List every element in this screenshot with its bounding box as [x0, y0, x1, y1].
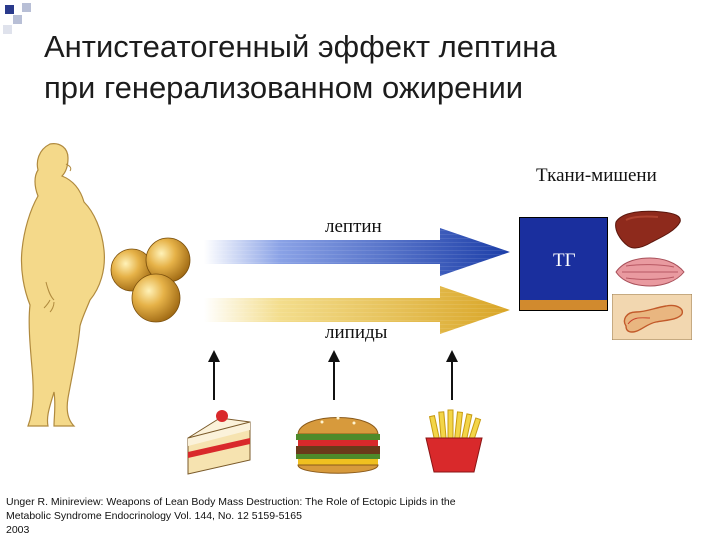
lipids-label: липиды [325, 322, 388, 343]
fries-icon [425, 409, 483, 473]
up-arrow-burger [328, 350, 340, 400]
pancreas-icon [612, 294, 692, 340]
burger-icon [296, 416, 380, 474]
slide-title: Антистеатогенный эффект лептина при гене… [44, 26, 684, 108]
target-tissues-label: Ткани-мишени [536, 165, 657, 186]
slide-title-line-2: при генерализованном ожирении [44, 70, 524, 105]
citation-line-2: Metabolic Syndrome Endocrinology Vol. 14… [6, 510, 302, 522]
corner-squares-decoration [3, 3, 31, 34]
citation-line-1: Unger R. Minireview: Weapons of Lean Bod… [6, 496, 456, 508]
fat-cell [131, 273, 181, 323]
triglyceride-box [519, 217, 608, 311]
up-arrow-fries [446, 350, 458, 400]
leptin-label: лептин [325, 216, 382, 237]
up-arrow-cake [208, 350, 220, 400]
muscle-icon [615, 257, 685, 287]
liver-icon [615, 210, 681, 249]
source-citation: Unger R. Minireview: Weapons of Lean Bod… [6, 495, 566, 537]
leptin-arrow [204, 228, 510, 276]
citation-line-3: 2003 [6, 524, 30, 536]
lipids-arrow [204, 286, 510, 334]
adipocytes-cluster [110, 237, 191, 323]
triglyceride-band [520, 300, 607, 310]
cake-icon [187, 410, 251, 475]
obese-body-silhouette [20, 143, 105, 427]
tg-label: ТГ [553, 250, 576, 271]
slide-title-line-1: Антистеатогенный эффект лептина [44, 29, 557, 64]
